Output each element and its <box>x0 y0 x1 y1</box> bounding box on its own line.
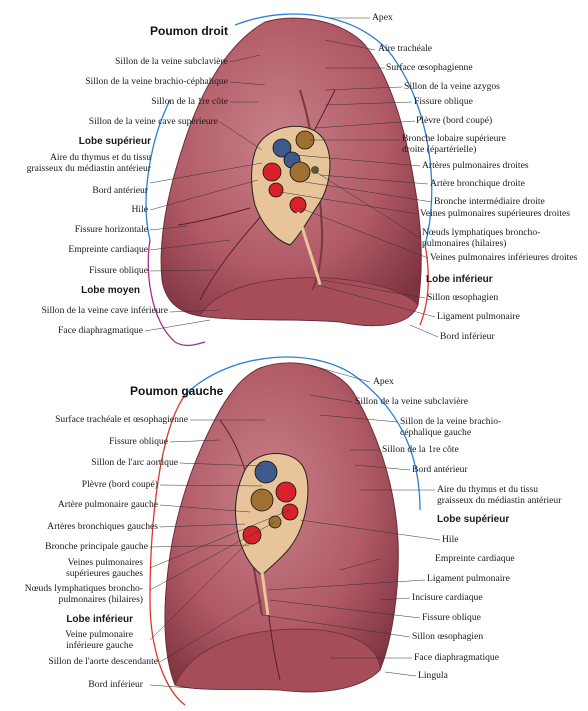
label-surface-oesophagienne: Surface œsophagienne <box>386 62 473 73</box>
label-noeuds-lymph-left: Nœuds lymphatiques broncho- <box>24 583 143 594</box>
label-aire-thymus-left: Aire du thymus et du tissu <box>437 484 538 495</box>
label-veines-pulm-sup-gauches-2: supérieures gauches <box>66 568 143 579</box>
left-lung-diaphragmatic-face <box>174 628 381 693</box>
label-bord-inferieur-right: Bord inférieur <box>440 331 495 342</box>
label-empreinte-cardiaque-right: Empreinte cardiaque <box>68 244 148 255</box>
label-artere-bronchique-droite: Artère bronchique droite <box>430 178 525 189</box>
label-sillon-arc-aortique: Sillon de l'arc aortique <box>91 457 178 468</box>
right-lobe-moyen-outline <box>147 239 206 347</box>
label-incisure-cardiaque: Incisure cardiaque <box>412 592 483 603</box>
left-pulmonary-artery <box>254 460 278 484</box>
label-lobe-superieur-left: Lobe supérieur <box>437 514 510 525</box>
right-lobe-superior-outline <box>145 13 433 246</box>
leader-lines <box>144 17 441 689</box>
label-sillon-aorte-descendante: Sillon de l'aorte descendante <box>48 656 158 667</box>
label-sillon-1re-cote-right: Sillon de la 1re côte <box>151 96 228 107</box>
label-noeuds-lymph-right-2: pulmonaires (hilaires) <box>422 238 507 249</box>
label-ligament-pulmonaire-right: Ligament pulmonaire <box>437 311 520 322</box>
label-apex-right: Apex <box>372 12 393 23</box>
left-superior-pulmonary-vein <box>275 481 297 503</box>
right-lobe-inferior-outline <box>419 244 429 326</box>
left-main-bronchus <box>250 488 274 512</box>
label-sillon-vci: Sillon de la veine cave inférieure <box>41 305 168 316</box>
right-lung <box>145 13 433 347</box>
label-aire-thymus-left-2: graisseux du médiastin antérieur <box>437 495 562 506</box>
label-sillon-veine-azygos: Sillon de la veine azygos <box>404 81 500 92</box>
label-bord-anterieur-left: Bord antérieur <box>412 464 468 475</box>
label-veine-pulm-inf-gauche: Veine pulmonaire <box>65 629 133 640</box>
label-sillon-veine-subclaviere-right: Sillon de la veine subclavière <box>115 56 228 67</box>
right-pleura-cut-edge <box>251 125 331 246</box>
label-surface-tracheale-oesoph: Surface trachéale et œsophagienne <box>55 414 188 425</box>
label-fissure-oblique-right-left: Fissure oblique <box>89 265 148 276</box>
left-lung <box>149 356 421 706</box>
right-pulmonary-ligament <box>296 211 322 286</box>
label-lobe-moyen: Lobe moyen <box>81 285 140 296</box>
label-apex-left: Apex <box>373 376 394 387</box>
label-fissure-oblique-left-right: Fissure oblique <box>422 612 481 623</box>
label-arteres-bronch-gauches: Artères bronchiques gauches <box>47 521 158 532</box>
label-artere-pulm-gauche: Artère pulmonaire gauche <box>57 499 158 510</box>
label-face-diaphragmatique-right: Face diaphragmatique <box>58 325 143 336</box>
label-bronche-intermediaire: Bronche intermédiaire droite <box>434 196 545 207</box>
right-superior-pulmonary-vein <box>262 162 282 182</box>
label-aire-tracheale: Aire trachéale <box>378 43 433 54</box>
label-hile-right: Hile <box>131 204 148 215</box>
label-plevre-left: Plèvre (bord coupé) <box>81 479 158 490</box>
label-plevre-right: Plèvre (bord coupé) <box>416 115 493 126</box>
left-superior-pulmonary-vein-2 <box>281 503 299 521</box>
right-horizontal-fissure <box>177 207 251 226</box>
left-pulmonary-ligament <box>256 544 270 616</box>
label-sillon-brachio-cephalique-right: Sillon de la veine brachio-céphalique <box>85 76 228 87</box>
label-lobe-inferieur-right: Lobe inférieur <box>426 274 493 285</box>
label-sillon-subclaviere-left: Sillon de la veine subclavière <box>355 396 468 407</box>
right-superior-pulmonary-vein-2 <box>268 182 284 198</box>
label-face-diaphragmatique-left: Face diaphragmatique <box>414 652 499 663</box>
right-inferior-pulmonary-vein <box>289 196 307 214</box>
label-fissure-horizontale: Fissure horizontale <box>74 224 148 235</box>
label-lobe-inferieur-left: Lobe inférieur <box>66 614 133 625</box>
label-sillon-oesophagien-right: Sillon œsophagien <box>427 292 499 303</box>
label-veines-pulm-sup-droites: Veines pulmonaires supérieures droites <box>420 208 570 219</box>
label-arteres-pulmonaires-droites: Artères pulmonaires droites <box>422 160 529 171</box>
label-bord-inferieur-left: Bord inférieur <box>88 679 143 690</box>
label-sillon-brachio-left-2: céphalique gauche <box>400 427 472 438</box>
right-hilar-lymph-node <box>311 166 319 174</box>
label-sillon-oesophagien-left: Sillon œsophagien <box>412 631 484 642</box>
right-lung-diaphragmatic-face <box>199 277 419 327</box>
label-veines-pulm-sup-gauches: Veines pulmonaires <box>67 557 143 568</box>
label-bronche-lobaire-sup-2: droite (épartérielle) <box>402 144 477 155</box>
label-aire-thymus-right: Aire du thymus et du tissu <box>50 152 151 163</box>
label-noeuds-lymph-left-2: pulmonaires (hilaires) <box>58 594 143 605</box>
left-lobe-inferior-outline <box>149 394 186 706</box>
label-sillon-vcs: Sillon de la veine cave supérieure <box>88 116 218 127</box>
label-veines-pulm-inf-droites: Veines pulmonaires inférieures droites <box>430 252 578 263</box>
label-empreinte-cardiaque-left: Empreinte cardiaque <box>435 553 515 564</box>
label-bronche-principale-gauche: Bronche principale gauche <box>45 541 148 552</box>
label-bronche-lobaire-sup: Bronche lobaire supérieure <box>402 133 506 144</box>
left-lung-title: Poumon gauche <box>130 384 224 398</box>
label-lobe-superieur-right: Lobe supérieur <box>78 136 151 147</box>
label-ligament-pulmonaire-left: Ligament pulmonaire <box>427 573 510 584</box>
right-pulmonary-artery <box>272 138 292 158</box>
label-hile-left: Hile <box>442 534 459 545</box>
label-bord-anterieur-right: Bord antérieur <box>92 185 148 196</box>
label-fissure-oblique-left: Fissure oblique <box>109 436 168 447</box>
label-sillon-brachio-left: Sillon de la veine brachio- <box>400 416 502 427</box>
right-intermediate-bronchus <box>289 161 311 183</box>
label-aire-thymus-right-2: graisseux du médiastin antérieur <box>26 163 151 174</box>
left-lobe-superior-outline <box>184 356 421 511</box>
label-noeuds-lymph-right: Nœuds lymphatiques broncho- <box>422 227 541 238</box>
label-fissure-oblique-right: Fissure oblique <box>414 96 473 107</box>
label-sillon-1re-cote-left: Sillon de la 1re côte <box>382 444 459 455</box>
left-inferior-pulmonary-vein <box>242 525 262 545</box>
label-veine-pulm-inf-gauche-2: inférieure gauche <box>66 640 133 651</box>
label-lingula: Lingula <box>418 670 448 681</box>
right-lung-title: Poumon droit <box>150 24 228 38</box>
